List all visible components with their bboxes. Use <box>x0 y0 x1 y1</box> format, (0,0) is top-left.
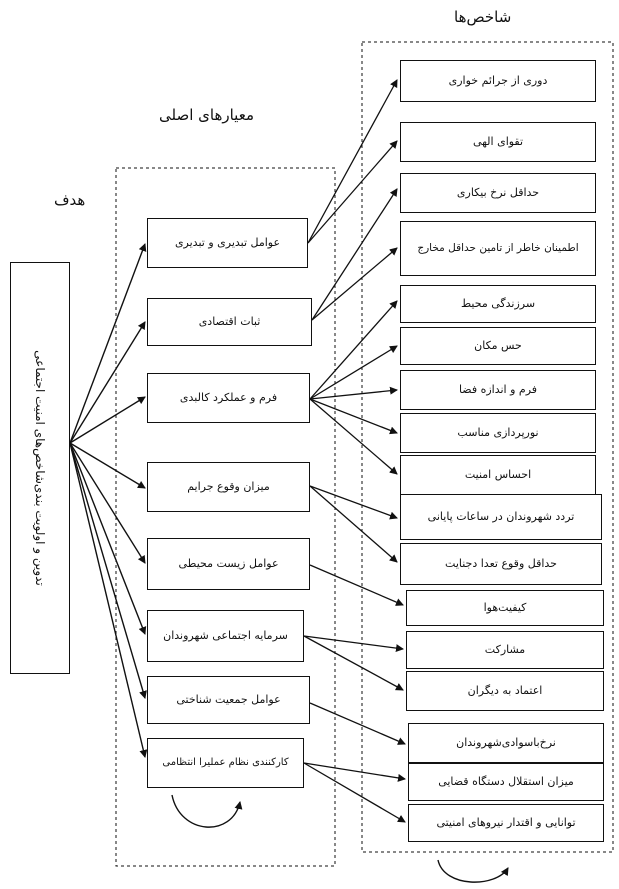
indicator-box-9: احساس امنیت <box>400 455 596 495</box>
indicator-box-16: میزان استقلال دستگاه قضایی <box>408 763 604 801</box>
criteria-box-3: فرم و عملکرد کالبدی <box>147 373 310 423</box>
indicator-box-2: تقوای الهی <box>400 122 596 162</box>
criteria-box-1: عوامل تبدیری و تبدیری <box>147 218 308 268</box>
indicator-box-11: حداقل وقوع تعدا دجنایت <box>400 543 602 585</box>
criteria-box-6: سرمایه اجتماعی شهروندان <box>147 610 304 662</box>
goal-heading: هدف <box>54 191 86 209</box>
indicator-box-1: دوری از جرائم خواری <box>400 60 596 102</box>
indicators-heading: شاخص‌ها <box>454 8 512 26</box>
indicator-box-4: اطمینان خاطر از تامین حداقل مخارج <box>400 221 596 276</box>
indicator-box-6: حس مکان <box>400 327 596 365</box>
indicator-box-13: مشارکت <box>406 631 604 669</box>
indicators-frame <box>361 41 614 853</box>
criteria-feedback-arrow <box>171 794 243 828</box>
goal-box: تدوین و اولویت بندی‌شاخص‌های امنیت اجتما… <box>10 262 70 674</box>
indicator-box-17: توانایی و اقتدار نیروهای امنیتی <box>408 804 604 842</box>
criteria-box-2: ثبات اقتصادی <box>147 298 312 346</box>
goal-text: تدوین و اولویت بندی‌شاخص‌های امنیت اجتما… <box>33 350 47 586</box>
indicator-box-12: کیفیت‌هوا <box>406 590 604 626</box>
criteria-box-4: میزان وقوع جرایم <box>147 462 310 512</box>
indicators-feedback-arrow <box>437 859 509 883</box>
criteria-heading: معیارهای اصلی <box>159 106 254 124</box>
criteria-to-indicator-arrows <box>303 79 406 823</box>
criteria-box-7: عوامل جمعیت شناختی <box>147 676 310 724</box>
indicator-box-7: فرم و اندازه فضا <box>400 370 596 410</box>
indicator-box-14: اعتماد به دیگران <box>406 671 604 711</box>
indicator-box-5: سرزندگی محیط <box>400 285 596 323</box>
indicator-box-3: حداقل نرخ بیکاری <box>400 173 596 213</box>
indicator-box-15: نرخ‌باسوادی‌شهروندان <box>408 723 604 763</box>
goal-to-criteria-arrows <box>69 243 148 758</box>
indicator-box-8: نورپردازی مناسب <box>400 413 596 453</box>
indicator-box-10: تردد شهروندان در ساعات پایانی <box>400 494 602 540</box>
criteria-box-8: کارکنندی نظام عملیرا انتظامی <box>147 738 304 788</box>
criteria-box-5: عوامل زیست محیطی <box>147 538 310 590</box>
